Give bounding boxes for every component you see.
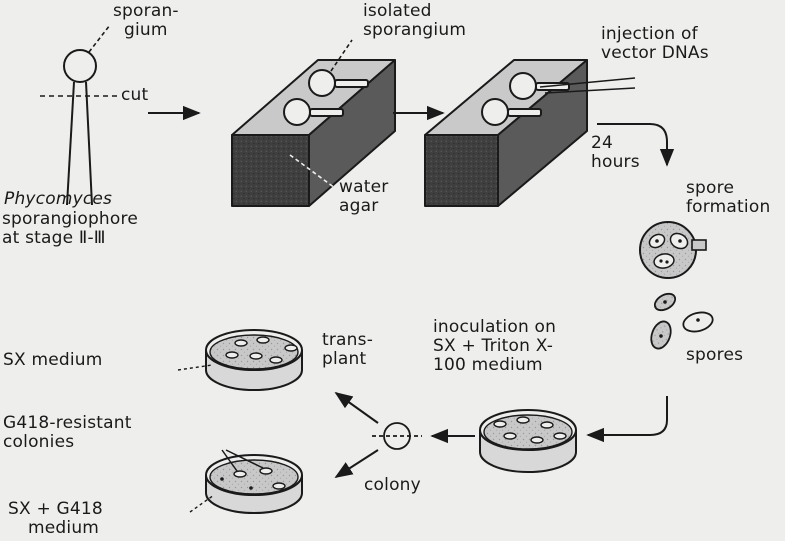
g418-medium-leader [190,495,214,512]
label-sporangium-line1: sporan- [113,2,179,21]
arrow-to-g418-plate [336,450,378,477]
label-siv-g418-line1: SⅩ + G418 [8,500,103,519]
label-sporangiophore: sporangiophore at stage Ⅱ-Ⅲ [2,210,138,248]
label-siv-g418: SⅩ + G418 medium [8,500,103,538]
block-2-front [425,135,498,206]
label-phycomyces: Phycomyces [4,190,112,209]
label-sporangium: sporan- gium [113,2,179,40]
label-sporangium-line2: gium [113,21,179,40]
label-24-hours-line1: 24 [591,134,640,153]
block-2-sporangium-lower [482,99,508,125]
sporangiophore-drawing [40,25,118,205]
label-injection-line2: vector DNAs [601,44,709,63]
block-2-stalk-lower [508,109,541,116]
label-inoculation: inoculation on SⅩ + Triton X- 100 medium [433,318,556,375]
released-spores [648,290,715,351]
label-siv-g418-line2: medium [8,519,103,538]
label-inoculation-line1: inoculation on [433,318,556,337]
arrow-to-inoculation-plate [588,396,667,435]
label-spores: spores [686,346,743,365]
label-water-agar-line2: agar [339,197,388,216]
label-sporangiophore-line1: sporangiophore [2,210,138,229]
spore-2 [681,309,715,334]
label-spore-formation-line1: spore [686,179,770,198]
label-inoculation-line3: 100 medium [433,356,556,375]
spore-formation-drawing [640,222,706,278]
colony-marker [372,423,422,449]
label-water-agar: water agar [339,178,388,216]
label-24-hours: 24 hours [591,134,640,172]
label-g418-colonies-line1: G418-resistant [3,414,132,433]
block-1-front [232,135,309,206]
spore-formation-stalk [692,240,706,250]
block-1-stalk-lower [310,109,343,116]
label-isolated-sporangium: isolated sporangium [363,2,466,40]
g418-medium-plate [190,450,302,513]
label-isolated-sporangium-line1: isolated [363,2,466,21]
label-siv-medium: SⅩ medium [3,351,103,370]
block-2-sporangium-upper [510,73,536,99]
label-24-hours-line2: hours [591,153,640,172]
label-water-agar-line1: water [339,178,388,197]
inoculation-plate [480,410,576,472]
siv-medium-plate [178,330,302,390]
label-cut: cut [121,86,148,105]
stalk-right [86,82,92,205]
arrow-to-siv-plate [336,393,378,423]
label-sporangiophore-line2: at stage Ⅱ-Ⅲ [2,229,138,248]
label-transplant-line2: plant [322,350,373,369]
label-injection-line1: injection of [601,25,709,44]
block-1-sporangium-upper [309,70,335,96]
sporangium-leader [89,25,110,52]
block-1-stalk-upper [335,80,368,87]
stalk-left [67,82,74,205]
label-spore-formation: spore formation [686,179,770,217]
label-injection: injection of vector DNAs [601,25,709,63]
agar-block-2 [425,60,587,206]
spore-formation-sporangium [640,222,696,278]
label-inoculation-line2: SⅩ + Triton X- [433,337,556,356]
label-spore-formation-line2: formation [686,198,770,217]
block-1-sporangium-lower [284,99,310,125]
label-g418-colonies-line2: colonies [3,433,132,452]
label-transplant-line1: trans- [322,331,373,350]
sporangium-head [64,50,96,82]
label-isolated-sporangium-line2: sporangium [363,21,466,40]
label-g418-colonies: G418-resistant colonies [3,414,132,452]
label-transplant: trans- plant [322,331,373,369]
label-colony: colony [364,476,421,495]
